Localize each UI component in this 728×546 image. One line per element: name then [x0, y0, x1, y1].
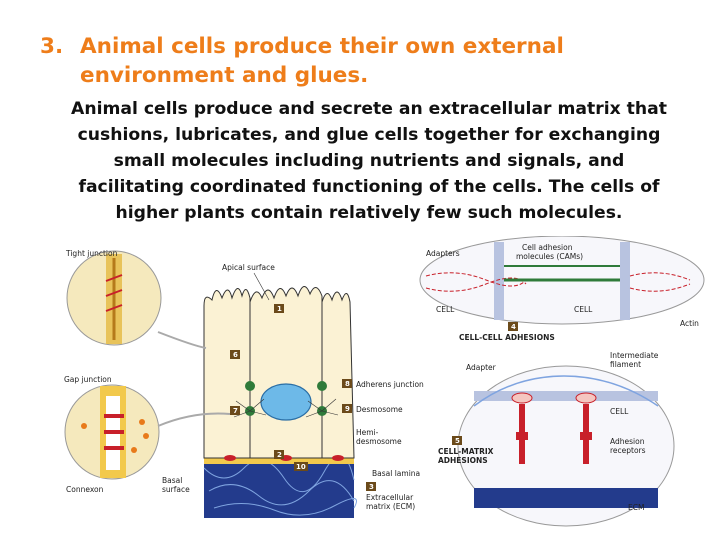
cell-lower-label: CELL [610, 407, 629, 416]
cell-right [321, 291, 355, 459]
connexon-label: Connexon [66, 485, 104, 494]
cell-matrix-adhesion-diagram: Adapter Intermediate filament CELL 5 CEL… [438, 351, 675, 527]
cell-cell-adhesions-label: CELL-CELL ADHESIONS [459, 333, 555, 342]
tight-junction-label: Tight junction [65, 249, 118, 258]
badge-8: 8 [342, 379, 352, 388]
tight-junction-inset: Tight junction [65, 249, 207, 349]
ecm-label-1: Extracellular [366, 493, 414, 502]
body-paragraph: Animal cells produce and secrete an extr… [44, 96, 694, 226]
svg-text:6: 6 [233, 351, 238, 359]
basal-surface-label-1: Basal [162, 476, 182, 485]
svg-text:3: 3 [369, 483, 374, 491]
svg-text:9: 9 [345, 405, 350, 413]
hemidesmosome-1 [224, 455, 236, 461]
basal-surface-label-2: surface [162, 485, 190, 494]
adapter-label: Adapter [466, 363, 497, 372]
adhesion-receptors-label-1: Adhesion [610, 437, 645, 446]
body-line-1: Animal cells produce and secrete an extr… [71, 99, 667, 119]
cell-matrix-label-2: ADHESIONS [438, 456, 488, 465]
desmosome-label: Desmosome [356, 405, 403, 414]
svg-text:2: 2 [277, 451, 282, 459]
adapters-label: Adapters [426, 249, 460, 258]
basal-lamina-label: Basal lamina [372, 469, 420, 478]
svg-text:10: 10 [296, 463, 306, 471]
gap-junction-label: Gap junction [64, 375, 112, 384]
actin-label: Actin [680, 319, 699, 328]
apical-surface-label: Apical surface [222, 263, 275, 272]
ecm-lower-label: ECM [628, 503, 644, 512]
heading-line-1: Animal cells produce their own external [80, 34, 564, 59]
badge-4: 4 [508, 322, 518, 331]
body-line-3: small molecules including nutrients and … [113, 151, 625, 171]
badge-2: 2 [274, 450, 284, 459]
cell-right-label: CELL [574, 305, 593, 314]
adherens-dot-left [245, 381, 255, 391]
ecm-block [204, 462, 354, 518]
adhesion-receptors-label-2: receptors [610, 446, 646, 455]
svg-text:8: 8 [345, 380, 350, 388]
ecm-label-2: matrix (ECM) [366, 502, 415, 511]
cell-left-label: CELL [436, 305, 455, 314]
heading-text: Animal cells produce their own external … [80, 32, 680, 90]
badge-5: 5 [452, 436, 462, 445]
gap-junction-inset: Gap junction Connexon [64, 375, 231, 494]
badge-10: 10 [294, 462, 308, 471]
badge-9: 9 [342, 404, 352, 413]
svg-text:1: 1 [277, 305, 282, 313]
cell-cell-adhesion-diagram: Adapters Cell adhesion molecules (CAMs) … [419, 236, 705, 342]
intermediate-filament-label-2: filament [610, 360, 641, 369]
nucleus [260, 383, 312, 421]
cell-left [203, 288, 251, 459]
heading-number: 3. [40, 34, 64, 59]
svg-text:7: 7 [233, 407, 238, 415]
basal-lamina-strip [204, 458, 354, 464]
cell-matrix-label-1: CELL-MATRIX [438, 447, 494, 456]
body-line-5: higher plants contain relatively few suc… [115, 203, 623, 223]
adherens-dot-right [317, 381, 327, 391]
badge-3: 3 [366, 482, 376, 491]
badge-7: 7 [230, 406, 240, 415]
body-line-4: facilitating coordinated functioning of … [78, 177, 660, 197]
hemidesmosome-3 [332, 455, 344, 461]
epithelium-diagram: 1 6 7 8 9 2 10 3 Apical surface Adherens… [162, 263, 424, 518]
cam-label-2: molecules (CAMs) [516, 252, 583, 261]
badge-1: 1 [274, 304, 284, 313]
heading-line-2: environment and glues. [80, 63, 369, 88]
body-line-2: cushions, lubricates, and glue cells tog… [77, 125, 661, 145]
cam-label-1: Cell adhesion [522, 243, 573, 252]
hemidesmosome-label-1: Hemi- [356, 428, 379, 437]
badge-6: 6 [230, 350, 240, 359]
intermediate-filament-label-1: Intermediate [610, 351, 659, 360]
adherens-junction-label: Adherens junction [356, 380, 424, 389]
svg-text:4: 4 [511, 323, 516, 331]
hemidesmosome-label-2: desmosome [356, 437, 402, 446]
desmosome-filaments [233, 398, 339, 418]
cell-middle [249, 286, 323, 459]
cell-junction-figure: 1 6 7 8 9 2 10 3 Apical surface Adherens… [64, 236, 705, 527]
svg-text:5: 5 [455, 437, 460, 445]
